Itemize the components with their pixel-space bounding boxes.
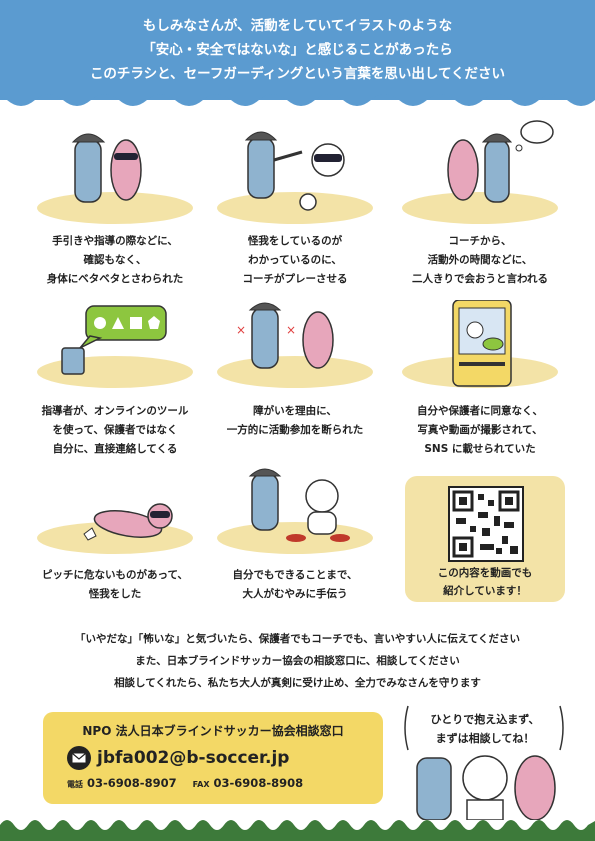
case-6-line-2: 写真や動画が撮影されて、	[417, 424, 543, 436]
case-3-line-1: コーチから、	[448, 235, 512, 247]
case-6-caption: 自分や保護者に同意なく、 写真や動画が撮影されて、 SNS に載せられていた	[385, 402, 575, 459]
message-line-1: 「いやだな」「怖いな」と気づいたら、保護者でもコーチでも、言いやすい人に伝えてく…	[74, 633, 521, 645]
bubble-text: ひとりで抱え込まず、 まずは相談してね！	[405, 710, 565, 748]
case-1: 手引きや指導の際などに、 確認もなく、 身体にベタベタとさわられた	[20, 118, 210, 288]
main-message: 「いやだな」「怖いな」と気づいたら、保護者でもコーチでも、言いやすい人に伝えてく…	[0, 628, 595, 694]
case-8-line-1: 自分でもできることまで、	[232, 569, 358, 581]
case-6: 自分や保護者に同意なく、 写真や動画が撮影されて、 SNS に載せられていた	[385, 300, 575, 460]
case-8-line-2: 大人がむやみに手伝う	[242, 588, 348, 600]
case-4-line-1: 指導者が、オンラインのツール	[41, 405, 189, 417]
case-2-illustration	[217, 131, 373, 224]
header-wave	[0, 86, 595, 106]
case-8: 自分でもできることまで、 大人がむやみに手伝う	[200, 466, 390, 608]
header-banner	[0, 0, 595, 100]
case-1-line-3: 身体にベタベタとさわられた	[46, 273, 184, 285]
phone-number[interactable]: 03-6908-8907	[87, 776, 177, 790]
email-row: jbfa002@b-soccer.jp	[67, 746, 289, 770]
case-7-caption: ピッチに危ないものがあって、 怪我をした	[20, 566, 210, 604]
svg-text:×: ×	[286, 323, 296, 337]
characters-illustration	[416, 755, 556, 820]
case-1-line-1: 手引きや指導の際などに、	[52, 235, 178, 247]
qr-caption-line-1: この内容を動画でも	[437, 567, 533, 579]
case-2-line-3: コーチがプレーさせる	[242, 273, 348, 285]
case-2-line-1: 怪我をしているのが	[247, 235, 343, 247]
case-7-illustration	[37, 503, 193, 554]
case-2-caption: 怪我をしているのが わかっているのに、 コーチがプレーさせる	[200, 232, 390, 289]
case-7-line-1: ピッチに危ないものがあって、	[42, 569, 188, 581]
case-1-line-2: 確認もなく、	[83, 254, 147, 266]
footer-wave	[0, 820, 595, 841]
message-line-3: 相談してくれたら、私たち大人が真剣に受け止め、全力でみなさんを守ります	[114, 677, 481, 689]
header-line-2: 「安心・安全ではないな」と感じることがあったら	[142, 42, 453, 58]
case-4-caption: 指導者が、オンラインのツール を使って、保護者ではなく 自分に、直接連絡してくる	[20, 402, 210, 459]
case-4: 指導者が、オンラインのツール を使って、保護者ではなく 自分に、直接連絡してくる	[20, 300, 210, 460]
case-3: コーチから、 活動外の時間などに、 二人きりで会おうと言われる	[385, 118, 575, 288]
contact-box: NPO 法人日本ブラインドサッカー協会相談窓口 jbfa002@b-soccer…	[43, 712, 383, 804]
case-6-line-1: 自分や保護者に同意なく、	[417, 405, 543, 417]
bubble-line-2: まずは相談してね！	[435, 732, 535, 745]
case-5-illustration: × ×	[217, 302, 373, 388]
case-7: ピッチに危ないものがあって、 怪我をした	[20, 478, 210, 608]
case-3-line-2: 活動外の時間などに、	[427, 254, 533, 266]
case-7-line-2: 怪我をした	[88, 588, 142, 600]
case-4-line-3: 自分に、直接連絡してくる	[52, 443, 178, 455]
header-line-3: このチラシと、セーフガーディングという言葉を思い出してください	[89, 66, 506, 82]
qr-code-icon[interactable]	[448, 486, 524, 562]
case-5-caption: 障がいを理由に、 一方的に活動参加を断られた	[200, 402, 390, 440]
case-8-illustration	[217, 468, 373, 554]
phone-row: 電話 03-6908-8907 FAX 03-6908-8908	[67, 776, 303, 790]
bubble-line-1: ひとりで抱え込まず、	[430, 713, 540, 726]
header-text: もしみなさんが、活動をしていてイラストのような 「安心・安全ではないな」と感じる…	[0, 14, 595, 86]
case-2: 怪我をしているのが わかっているのに、 コーチがプレーさせる	[200, 118, 390, 288]
email-link[interactable]: jbfa002@b-soccer.jp	[97, 748, 290, 768]
case-4-illustration	[37, 305, 193, 388]
speech-bubble	[404, 705, 564, 751]
case-6-line-3: SNS に載せられていた	[424, 443, 536, 455]
case-5-line-2: 一方的に活動参加を断られた	[226, 424, 364, 436]
phone-label: 電話	[67, 780, 83, 789]
header-line-1: もしみなさんが、活動をしていてイラストのような	[142, 18, 453, 34]
qr-box: この内容を動画でも 紹介しています！	[405, 476, 565, 602]
message-line-2: また、日本ブラインドサッカー協会の相談窓口に、相談してください	[135, 655, 460, 667]
svg-text:×: ×	[236, 323, 246, 337]
qr-caption-line-2: 紹介しています！	[443, 585, 527, 597]
case-5: × × 障がいを理由に、 一方的に活動参加を断られた	[200, 300, 390, 460]
case-8-caption: 自分でもできることまで、 大人がむやみに手伝う	[200, 566, 390, 604]
case-1-caption: 手引きや指導の際などに、 確認もなく、 身体にベタベタとさわられた	[20, 232, 210, 289]
case-1-illustration	[37, 133, 193, 224]
mail-icon	[67, 746, 91, 770]
case-2-line-2: わかっているのに、	[248, 254, 342, 266]
contact-title: NPO 法人日本ブラインドサッカー協会相談窓口	[82, 724, 344, 738]
case-6-illustration	[402, 300, 558, 388]
qr-caption: この内容を動画でも 紹介しています！	[405, 564, 565, 600]
case-3-line-3: 二人きりで会おうと言われる	[412, 273, 548, 285]
case-4-line-2: を使って、保護者ではなく	[52, 424, 178, 436]
case-3-caption: コーチから、 活動外の時間などに、 二人きりで会おうと言われる	[385, 232, 575, 289]
fax-label: FAX	[192, 780, 210, 789]
case-3-illustration	[402, 120, 558, 224]
fax-number: 03-6908-8908	[213, 776, 304, 790]
case-5-line-1: 障がいを理由に、	[253, 405, 337, 417]
